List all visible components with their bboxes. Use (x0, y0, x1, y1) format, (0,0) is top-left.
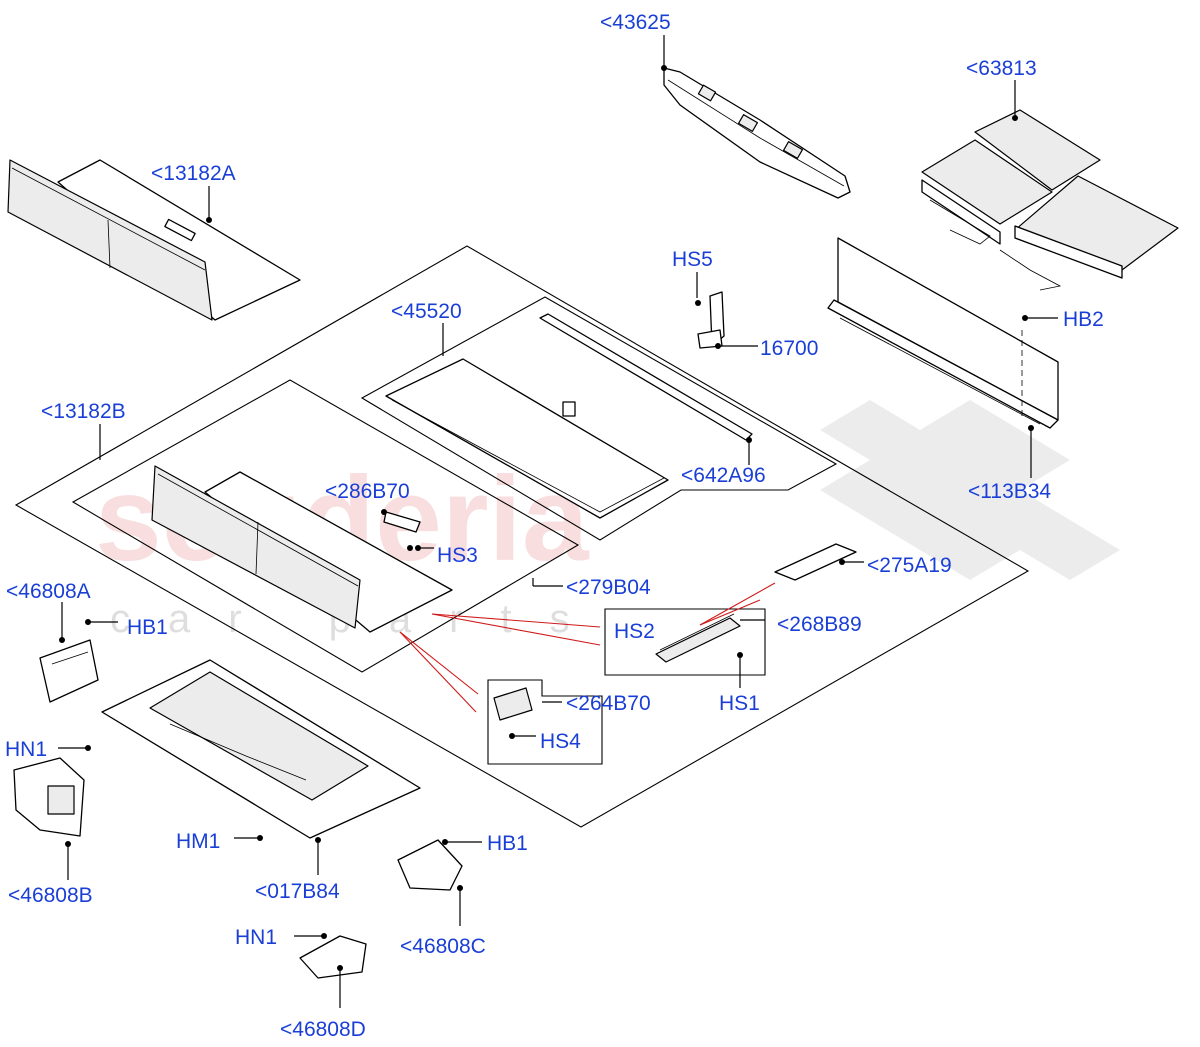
callout-HS2[interactable]: HS2 (614, 620, 655, 643)
callout-642A96[interactable]: <642A96 (681, 464, 766, 487)
callout-268B89[interactable]: <268B89 (777, 613, 862, 636)
watermark: scuderia car parts (95, 400, 1120, 641)
watermark-checker-icon (820, 400, 1120, 580)
part-13182A-cover (7, 159, 301, 321)
part-13182B-cover (151, 465, 453, 633)
part-45520-tray (385, 313, 753, 519)
callout-HS5[interactable]: HS5 (672, 248, 713, 271)
callout-45520[interactable]: <45520 (391, 300, 462, 323)
callout-017B84[interactable]: <017B84 (255, 880, 340, 903)
part-16700-bracket (695, 291, 725, 349)
part-46808B-bracket (13, 757, 85, 837)
leader-lines (58, 35, 1058, 1008)
callout-275A19[interactable]: <275A19 (867, 554, 952, 577)
callout-279B04[interactable]: <279B04 (566, 576, 651, 599)
callout-13182A[interactable]: <13182A (151, 162, 236, 185)
callout-286B70[interactable]: <286B70 (325, 480, 410, 503)
frame-outer (14, 245, 1030, 828)
callout-labels: <43625 <63813 <13182A HS5 <45520 HB2 167… (5, 11, 1104, 1041)
callout-HN1-left[interactable]: HN1 (5, 738, 47, 761)
callout-HS3[interactable]: HS3 (437, 544, 478, 567)
part-268B89-latch (655, 613, 741, 663)
part-43625-trim (663, 67, 851, 199)
frame-264B70 (487, 679, 603, 765)
callout-46808D[interactable]: <46808D (280, 1018, 366, 1041)
part-017B84-tub (101, 659, 421, 839)
part-275A19-strip (774, 543, 857, 581)
callout-HB2-top[interactable]: HB2 (1063, 308, 1104, 331)
part-286B70-clip (381, 509, 421, 551)
callout-264B70[interactable]: <264B70 (566, 692, 651, 715)
callout-HN1-bottom[interactable]: HN1 (235, 926, 277, 949)
callout-HS4[interactable]: HS4 (540, 730, 581, 753)
assembly-frames (14, 245, 1030, 828)
callout-43625[interactable]: <43625 (600, 11, 671, 34)
callout-16700[interactable]: 16700 (760, 337, 818, 360)
part-46808A-bracket (39, 639, 99, 703)
callout-HB1-bottom[interactable]: HB1 (487, 832, 528, 855)
frame-45520 (360, 296, 838, 541)
frame-268B89 (604, 608, 766, 676)
callout-46808C[interactable]: <46808C (400, 935, 486, 958)
callout-113B34[interactable]: <113B34 (968, 480, 1051, 503)
callout-46808B[interactable]: <46808B (8, 884, 93, 907)
callout-HS1[interactable]: HS1 (719, 692, 760, 715)
callout-HM1[interactable]: HM1 (176, 830, 220, 853)
part-264B70-latch (493, 687, 533, 721)
highlight-leaders (399, 582, 776, 713)
callout-13182B[interactable]: <13182B (41, 400, 126, 423)
part-63813-floor-mats (921, 109, 1179, 291)
callout-63813[interactable]: <63813 (966, 57, 1037, 80)
part-46808D-bracket (299, 935, 367, 979)
frame-13182B (71, 379, 580, 673)
part-46808C-bracket (397, 839, 463, 891)
part-113B34-panel (827, 237, 1059, 429)
callout-HB1-left[interactable]: HB1 (127, 616, 168, 639)
callout-46808A[interactable]: <46808A (6, 580, 91, 603)
